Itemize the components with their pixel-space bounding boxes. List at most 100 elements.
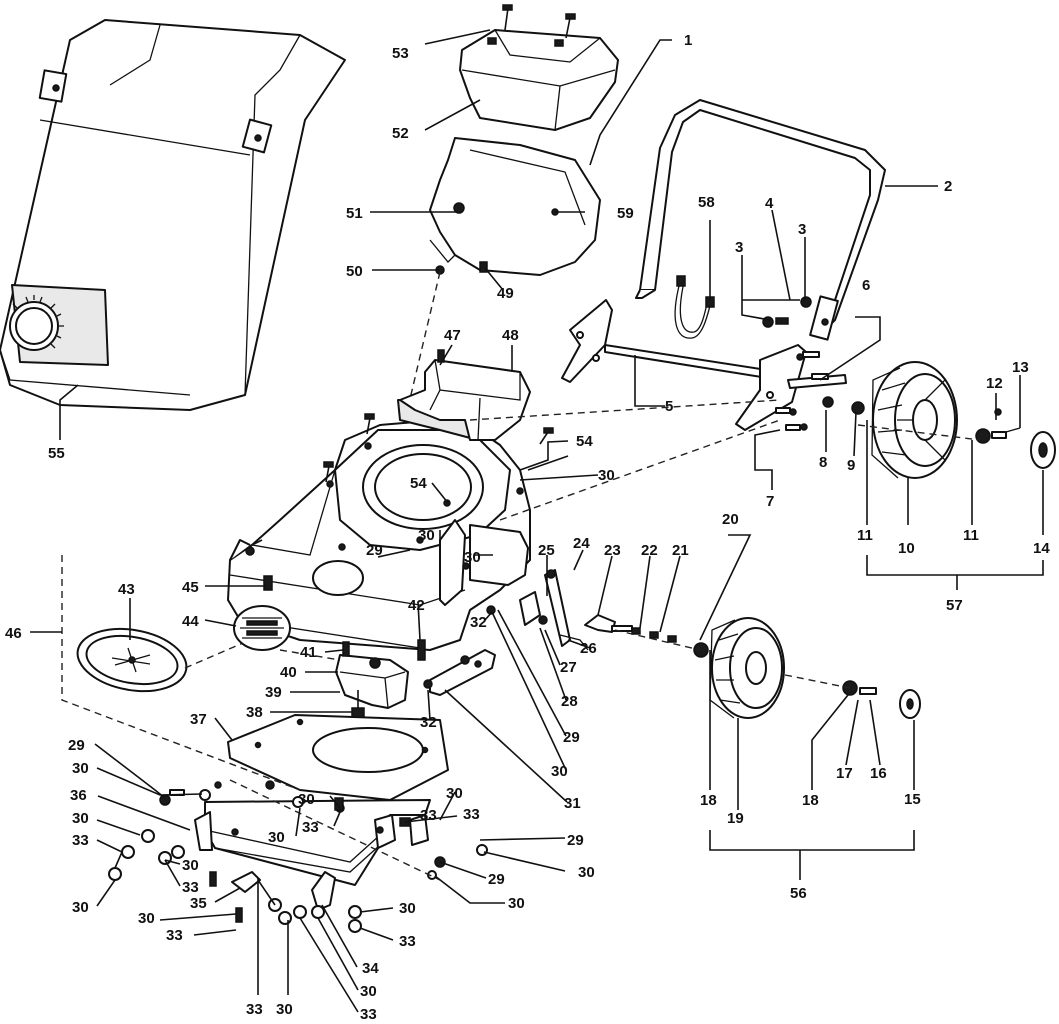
callout-37: 37: [190, 711, 207, 728]
callout-33: 33: [360, 1006, 377, 1023]
callout-35: 35: [190, 895, 207, 912]
callout-36: 36: [70, 787, 87, 804]
callout-3: 3: [735, 239, 743, 256]
callout-29: 29: [567, 832, 584, 849]
callout-27: 27: [560, 659, 577, 676]
intake-shroud: [399, 349, 531, 441]
callout-30: 30: [72, 899, 89, 916]
callout-42: 42: [408, 597, 425, 614]
callout-30: 30: [72, 760, 89, 777]
collection-bag: [0, 19, 346, 411]
callout-58: 58: [698, 194, 715, 211]
impeller-disc: [76, 627, 188, 693]
callout-29: 29: [68, 737, 85, 754]
callout-51: 51: [346, 205, 363, 222]
callout-23: 23: [604, 542, 621, 559]
callout-21: 21: [672, 542, 689, 559]
callout-22: 22: [641, 542, 658, 559]
callout-29: 29: [366, 542, 383, 559]
callout-7: 7: [766, 493, 774, 510]
callout-labels: 1 2 3 3 4 5 6 7 8 9 10 11 11 12 13 14 15…: [5, 32, 1050, 1023]
callout-28: 28: [561, 693, 578, 710]
callout-10: 10: [898, 540, 915, 557]
callout-33: 33: [166, 927, 183, 944]
frame-hardware: [108, 780, 488, 933]
callout-30: 30: [399, 900, 416, 917]
callout-41: 41: [300, 644, 317, 661]
callout-45: 45: [182, 579, 199, 596]
callout-54: 54: [576, 433, 593, 450]
callout-33: 33: [420, 807, 437, 824]
base-plate: [227, 714, 449, 801]
callout-30: 30: [138, 910, 155, 927]
callout-3: 3: [798, 221, 806, 238]
chute-cover: [459, 29, 619, 131]
discharge-duct: [429, 137, 601, 276]
bag-fill-indicator: [9, 295, 64, 351]
callout-5: 5: [665, 398, 673, 415]
callout-29: 29: [563, 729, 580, 746]
callout-30: 30: [298, 791, 315, 808]
callout-33: 33: [399, 933, 416, 950]
callout-40: 40: [280, 664, 297, 681]
callout-24: 24: [573, 535, 590, 552]
side-bracket: [423, 605, 496, 696]
fan-housing: [227, 399, 531, 651]
callout-25: 25: [538, 542, 555, 559]
callout-57: 57: [946, 597, 963, 614]
callout-55: 55: [48, 445, 65, 462]
callout-30: 30: [551, 763, 568, 780]
callout-33: 33: [302, 819, 319, 836]
callout-39: 39: [265, 684, 282, 701]
callout-20: 20: [722, 511, 739, 528]
callout-33: 33: [72, 832, 89, 849]
rear-wheel: [871, 361, 958, 479]
callout-56: 56: [790, 885, 807, 902]
callout-38: 38: [246, 704, 263, 721]
callout-12: 12: [986, 375, 1003, 392]
callout-18: 18: [802, 792, 819, 809]
callout-49: 49: [497, 285, 514, 302]
front-axle-parts: [519, 569, 677, 651]
callout-32: 32: [470, 614, 487, 631]
callout-30: 30: [182, 857, 199, 874]
callout-17: 17: [836, 765, 853, 782]
rear-hardware: [762, 296, 865, 431]
handle-assembly: [635, 99, 886, 341]
callout-8: 8: [819, 454, 827, 471]
callout-50: 50: [346, 263, 363, 280]
callout-16: 16: [870, 765, 887, 782]
callout-29: 29: [488, 871, 505, 888]
callout-33: 33: [182, 879, 199, 896]
lower-frame: [194, 799, 431, 911]
callout-1: 1: [684, 32, 692, 49]
front-wheel-hub-parts: [693, 642, 921, 719]
callout-46: 46: [5, 625, 22, 642]
callout-33: 33: [246, 1001, 263, 1018]
fan-hub: [233, 605, 291, 651]
callout-11: 11: [963, 527, 979, 544]
cable-58: [674, 275, 715, 339]
callout-54: 54: [410, 475, 427, 492]
callout-47: 47: [444, 327, 461, 344]
callout-19: 19: [727, 810, 744, 827]
callout-30: 30: [464, 549, 481, 566]
callout-30: 30: [508, 895, 525, 912]
callout-30: 30: [360, 983, 377, 1000]
callout-11: 11: [857, 527, 873, 544]
callout-6: 6: [862, 277, 870, 294]
leader-lines: [30, 29, 1044, 1013]
rear-axle: [561, 299, 847, 431]
callout-59: 59: [617, 205, 634, 222]
callout-13: 13: [1012, 359, 1029, 376]
callout-15: 15: [904, 791, 921, 808]
callout-14: 14: [1033, 540, 1050, 557]
callout-30: 30: [598, 467, 615, 484]
callout-30: 30: [268, 829, 285, 846]
callout-52: 52: [392, 125, 409, 142]
rear-wheel-hub-parts: [975, 408, 1056, 469]
callout-34: 34: [362, 960, 379, 977]
callout-32: 32: [420, 714, 437, 731]
callout-33: 33: [463, 806, 480, 823]
